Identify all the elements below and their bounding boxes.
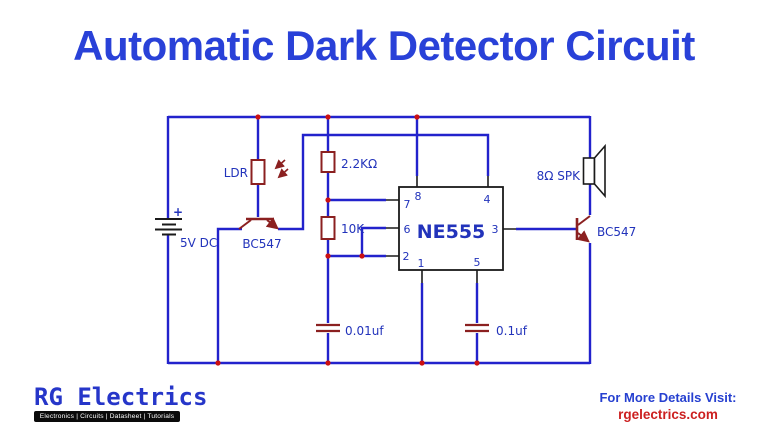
- junction-dot: [325, 114, 331, 120]
- wire-r1-branch: [326, 117, 386, 218]
- ldr-symbol: [250, 159, 289, 185]
- ldr-label: LDR: [224, 166, 248, 180]
- ic-pin-stubs: [386, 176, 516, 283]
- resistor-r1-label: 2.2KΩ: [341, 157, 377, 171]
- speaker-cone: [593, 143, 606, 199]
- junction-dot: [419, 360, 425, 366]
- wire-r2-to-cap1-and-pin2: [326, 238, 386, 323]
- ic-ne555-name: NE555: [417, 221, 486, 243]
- ic-pin-5: 5: [474, 256, 481, 269]
- ic-pin-3: 3: [492, 223, 499, 236]
- battery-plus-sign: +: [173, 205, 183, 219]
- junction-dots: [215, 114, 480, 366]
- wires: [166, 115, 592, 365]
- resistor-r1-body: [320, 151, 336, 173]
- ldr-body: [250, 159, 266, 185]
- ldr-light-arrow-2: [277, 168, 289, 179]
- speaker-symbol: [582, 143, 606, 199]
- junction-dot: [325, 197, 331, 203]
- q1-emitter-lead: [265, 217, 279, 230]
- speaker-label: 8Ω SPK: [537, 169, 581, 183]
- resistor-r2-body: [320, 216, 336, 240]
- page-title: Automatic Dark Detector Circuit: [73, 22, 695, 69]
- q2-collector-lead: [577, 215, 591, 226]
- speaker-driver: [582, 157, 596, 185]
- visit-label: For More Details Visit:: [599, 390, 737, 405]
- ic-ne555-body: [398, 186, 504, 271]
- brand-logo: RG Electrics Electronics | Circuits | Da…: [34, 383, 208, 422]
- junction-dot: [325, 360, 331, 366]
- ldr-light-arrow-1: [274, 159, 286, 170]
- visit-url: rgelectrics.com: [618, 407, 718, 422]
- battery-label: 5V DC: [180, 236, 217, 250]
- wire-q1-emitter-to-pin4: [278, 133, 490, 231]
- junction-dot: [255, 114, 261, 120]
- brand-logo-tagline: Electronics | Circuits | Datasheet | Tut…: [34, 411, 180, 422]
- junction-dot: [215, 360, 221, 366]
- resistor-r2-label: 10K: [341, 222, 365, 236]
- ic-pin-2: 2: [403, 250, 410, 263]
- ic-pin-8: 8: [415, 190, 422, 203]
- battery-symbol: [155, 218, 182, 236]
- ic-pin-4: 4: [484, 193, 491, 206]
- wire-pin6-jumper: [360, 226, 386, 256]
- ic-pin-7: 7: [404, 198, 411, 211]
- capacitor-c2-label: 0.1uf: [496, 324, 528, 338]
- junction-dot: [325, 253, 331, 259]
- capacitor-c1-label: 0.01uf: [345, 324, 384, 338]
- capacitor-c2-symbol: [465, 323, 489, 333]
- pin-stubs: [386, 176, 516, 283]
- footer-visit: For More Details Visit: rgelectrics.com: [588, 390, 748, 422]
- q1-label: BC547: [242, 237, 281, 251]
- q1-collector-lead: [238, 219, 252, 230]
- ic-pin-1: 1: [418, 257, 425, 270]
- junction-dot: [474, 360, 480, 366]
- q2-label: BC547: [597, 225, 636, 239]
- junction-dot: [359, 253, 365, 259]
- brand-logo-text: RG Electrics: [34, 383, 208, 411]
- junction-dot: [414, 114, 420, 120]
- transistor-q1-symbol: [238, 217, 279, 230]
- capacitor-c1-symbol: [316, 323, 340, 333]
- q2-emitter-lead: [576, 230, 590, 243]
- wire-q1-collector-to-ground: [216, 227, 242, 363]
- ic-pin-6: 6: [404, 223, 411, 236]
- transistor-q2-symbol: [575, 215, 591, 243]
